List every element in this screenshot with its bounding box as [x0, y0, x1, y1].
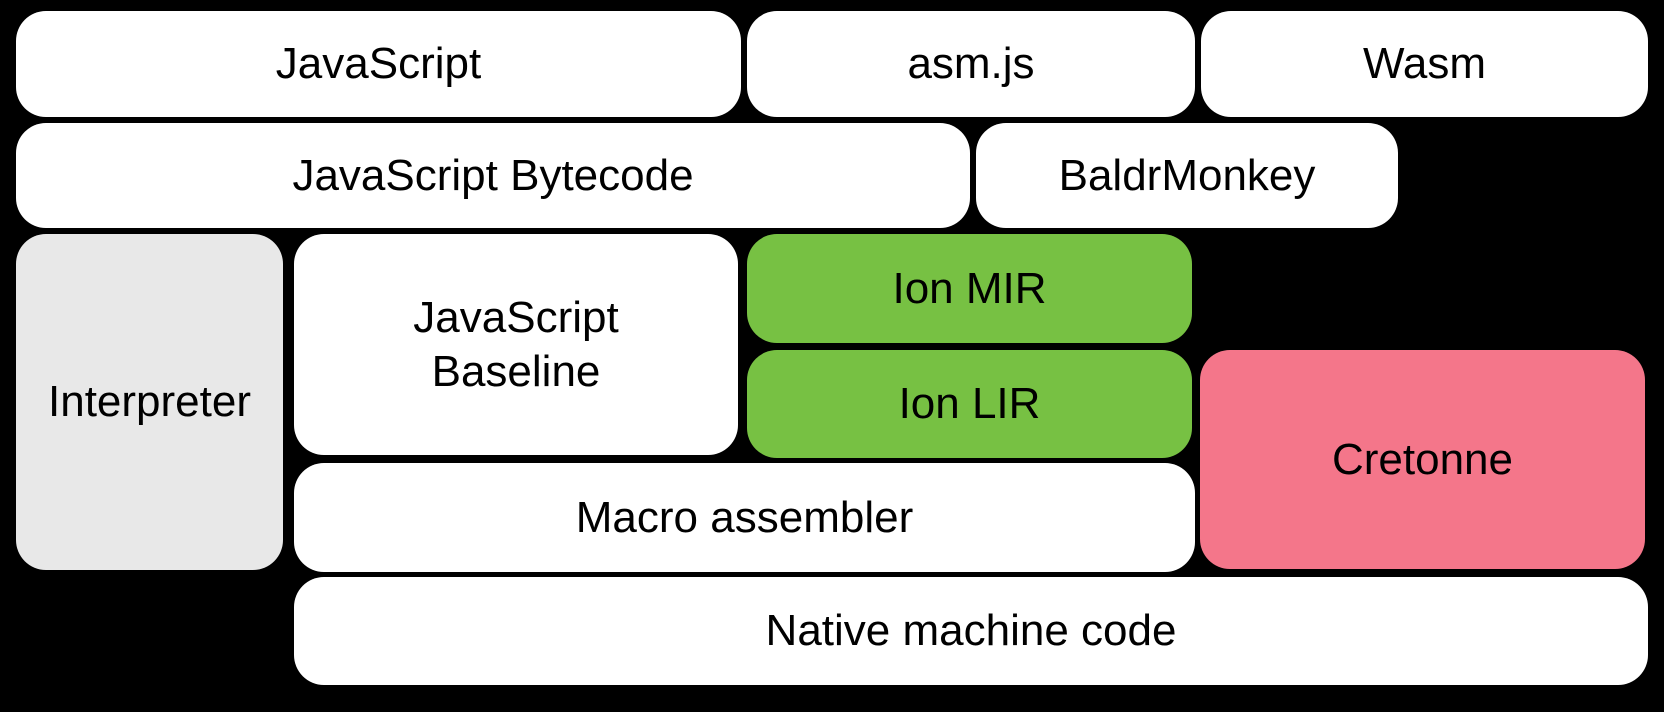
box-cretonne-label: Cretonne: [1331, 434, 1513, 484]
box-javascript-bytecode-label: JavaScript Bytecode: [292, 150, 694, 200]
box-wasm: Wasm: [1201, 11, 1648, 117]
box-wasm-label: Wasm: [1362, 39, 1487, 89]
box-macro-assembler: Macro assembler: [294, 463, 1195, 572]
box-macro-assembler-label: Macro assembler: [575, 492, 914, 542]
box-baldrmonkey-label: BaldrMonkey: [1058, 150, 1316, 200]
box-interpreter-label: Interpreter: [48, 377, 251, 427]
box-cretonne: Cretonne: [1200, 350, 1645, 569]
box-ion-mir: Ion MIR: [747, 234, 1192, 343]
box-javascript-baseline-label: JavaScript Baseline: [413, 292, 619, 396]
box-asmjs: asm.js: [747, 11, 1195, 117]
box-native-machine-code-label: Native machine code: [765, 606, 1177, 656]
box-baldrmonkey: BaldrMonkey: [976, 123, 1398, 228]
box-ion-lir-label: Ion LIR: [898, 379, 1041, 429]
box-ion-mir-label: Ion MIR: [892, 263, 1047, 313]
box-javascript-bytecode: JavaScript Bytecode: [16, 123, 970, 228]
box-interpreter: Interpreter: [16, 234, 283, 570]
box-asmjs-label: asm.js: [907, 39, 1035, 89]
box-javascript: JavaScript: [16, 11, 741, 117]
box-native-machine-code: Native machine code: [294, 577, 1648, 685]
box-javascript-baseline: JavaScript Baseline: [294, 234, 738, 455]
box-javascript-label: JavaScript: [275, 39, 482, 89]
box-ion-lir: Ion LIR: [747, 350, 1192, 458]
